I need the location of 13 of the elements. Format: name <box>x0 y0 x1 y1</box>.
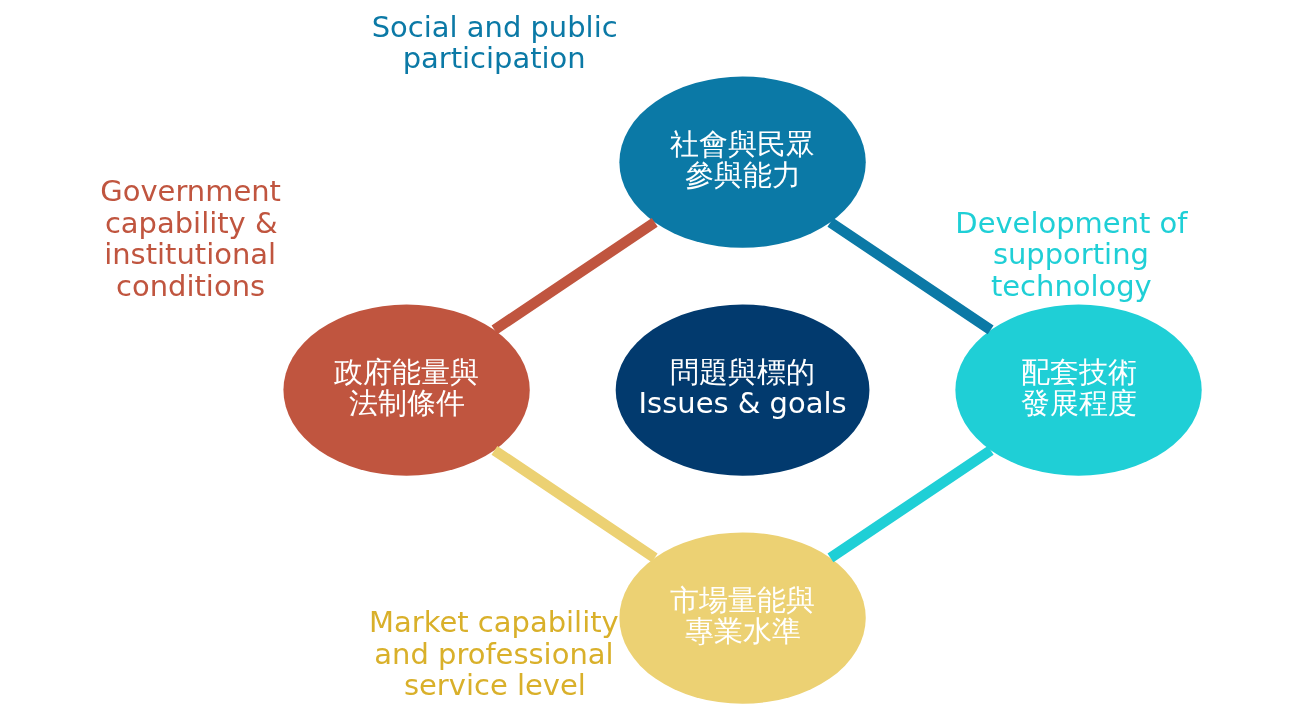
connector <box>491 445 658 563</box>
connector <box>826 218 994 335</box>
node-ellipse: 政府能量與法制條件 <box>282 304 530 476</box>
node-ellipse: 配套技術發展程度 <box>954 304 1202 476</box>
node-ellipse: 問題與標的 Issues & goals <box>615 304 869 476</box>
node-label: Social and public participation <box>371 9 618 76</box>
node-ellipse: 市場量能與專業水準 <box>618 532 866 704</box>
node-label: Development of supporting technology <box>954 205 1188 304</box>
node-label: Government capability & institutional conditions <box>99 174 281 304</box>
node-ellipse: 社會與民眾參與能力 <box>618 76 866 248</box>
connector <box>827 445 994 563</box>
connector <box>491 218 658 335</box>
node-label: Market capability and professional service level <box>368 605 619 703</box>
